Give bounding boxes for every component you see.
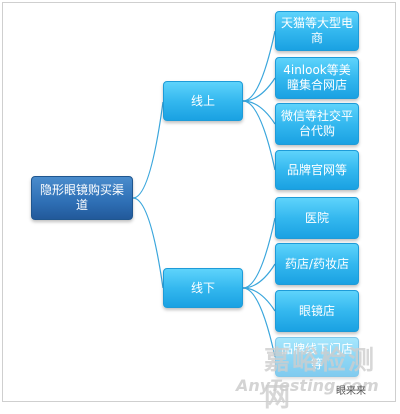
branch-online: 线上: [163, 81, 243, 121]
leaf-online-4: 品牌官网等: [275, 150, 359, 190]
leaf-offline-3: 眼镜店: [275, 290, 359, 332]
link-online-leaf-3: [242, 100, 276, 125]
link-offline-leaf-3: [242, 287, 276, 312]
image-frame: [2, 2, 396, 402]
link-online-leaf-2: [242, 77, 276, 102]
root-node: 隐形眼镜购买渠道: [31, 176, 133, 220]
link-offline-leaf-1: [242, 217, 276, 289]
branch-offline: 线下: [163, 268, 243, 308]
leaf-online-3: 微信等社交平台代购: [275, 103, 359, 145]
leaf-online-1: 天猫等大型电商: [275, 11, 359, 51]
link-online-leaf-4: [242, 100, 276, 171]
leaf-offline-4: 品牌线下门店等: [275, 337, 359, 377]
link-online-leaf-1: [242, 30, 276, 102]
link-offline-leaf-2: [242, 263, 276, 289]
link-root-offline: [132, 197, 164, 289]
link-offline-leaf-4: [242, 287, 276, 358]
leaf-offline-1: 医院: [275, 197, 359, 239]
link-root-online: [132, 101, 164, 199]
leaf-online-2: 4inlook等美瞳集合网店: [275, 57, 359, 99]
leaf-offline-2: 药店/药妆店: [275, 243, 359, 285]
